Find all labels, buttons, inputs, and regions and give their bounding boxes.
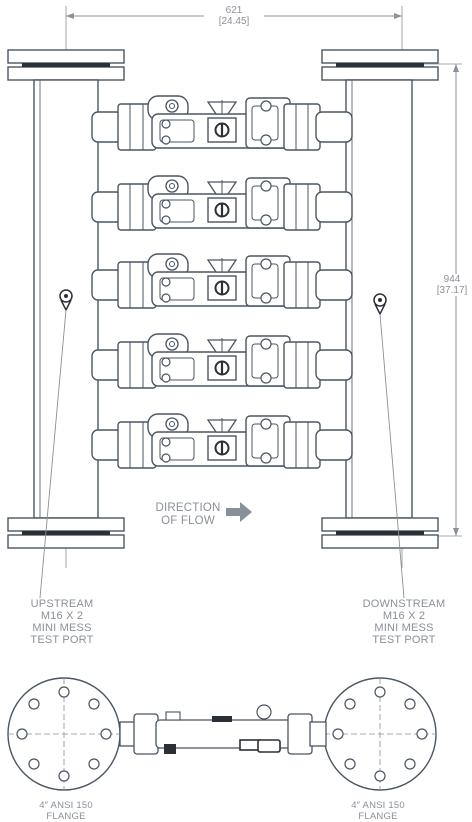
downstream-test-port-label: DOWNSTREAM M16 X 2 MINI MESS TEST PORT (340, 598, 468, 646)
width-dimension-label: 621 [24.45] (204, 5, 264, 27)
valve-module-4 (90, 332, 354, 390)
direction-of-flow-line1: DIRECTION (155, 502, 221, 514)
flow-arrow-icon (226, 502, 252, 522)
valve-module-1 (90, 94, 354, 152)
left-flange-line1: 4″ ANSI 150 (39, 800, 93, 811)
height-dimension-mm: 944 (443, 274, 461, 285)
plan-view (7, 677, 437, 791)
valve-module-2 (90, 174, 354, 232)
upstream-label-line1: UPSTREAM (30, 598, 94, 610)
downstream-label-line2: M16 X 2 (382, 610, 426, 622)
right-flange-line2: FLANGE (358, 811, 398, 822)
width-dimension-mm: 621 (225, 5, 243, 16)
upstream-test-port-label: UPSTREAM M16 X 2 MINI MESS TEST PORT (0, 598, 124, 646)
downstream-test-port-icon (373, 293, 405, 599)
upstream-header-pipe (7, 49, 125, 549)
upstream-label-line2: M16 X 2 (40, 610, 84, 622)
downstream-label-line3: MINI MESS (374, 622, 434, 634)
direction-of-flow-label: DIRECTION OF FLOW (150, 502, 250, 528)
downstream-label-line4: TEST PORT (372, 634, 436, 646)
upstream-label-line4: TEST PORT (30, 634, 94, 646)
upstream-test-port-icon (39, 289, 73, 599)
downstream-header-pipe (321, 49, 439, 549)
left-flange-line2: FLANGE (46, 811, 86, 822)
height-dimension-label: 944 [37.17] (432, 274, 472, 296)
valve-module-5 (90, 412, 354, 470)
valve-module-3 (90, 252, 354, 310)
width-dimension-inch: [24.45] (218, 16, 250, 27)
right-flange-label: 4″ ANSI 150 FLANGE (336, 800, 420, 822)
left-flange-label: 4″ ANSI 150 FLANGE (24, 800, 108, 822)
upstream-label-line3: MINI MESS (32, 622, 92, 634)
direction-of-flow-line2: OF FLOW (161, 515, 215, 527)
height-dimension-inch: [37.17] (436, 285, 468, 296)
downstream-label-line1: DOWNSTREAM (362, 598, 446, 610)
height-dimension-line (420, 63, 462, 537)
right-flange-line1: 4″ ANSI 150 (351, 800, 405, 811)
